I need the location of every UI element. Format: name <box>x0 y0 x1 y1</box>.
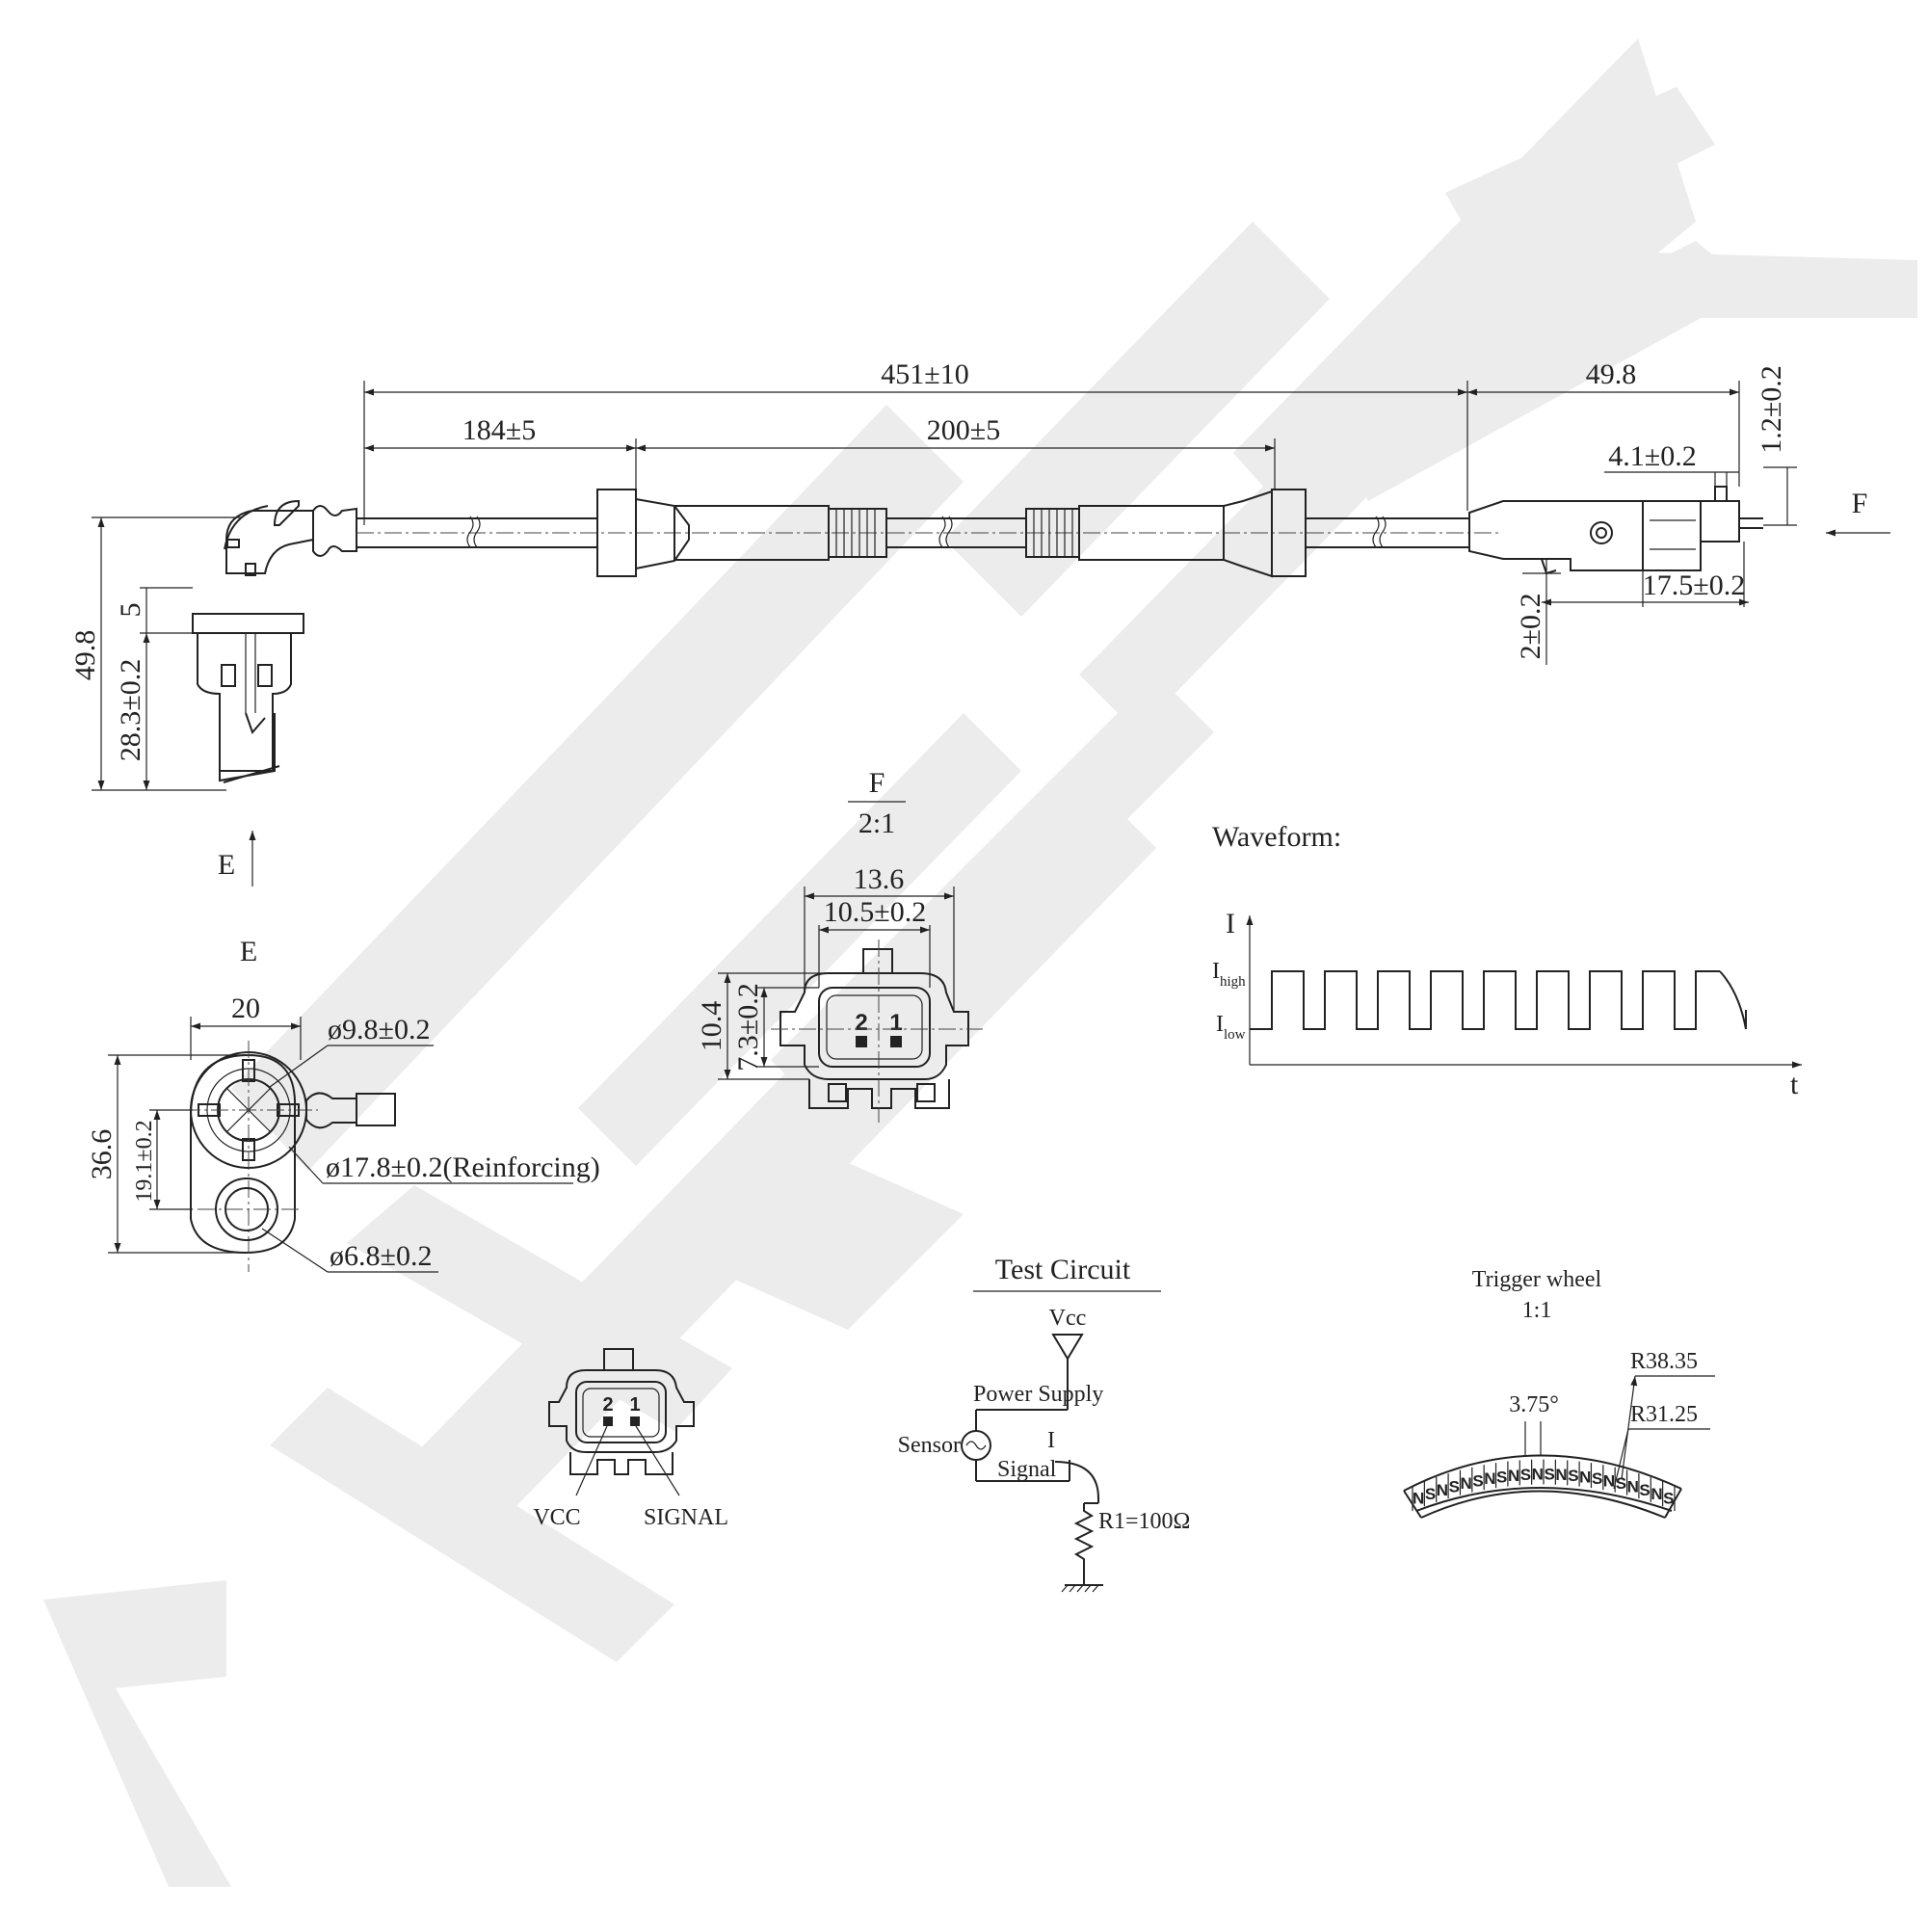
view-e-sensor-diameter: ø9.8±0.2 <box>328 1014 430 1045</box>
pole-label: N <box>1579 1468 1591 1486</box>
pole-label: S <box>1663 1490 1674 1508</box>
dim-connector-body: 17.5±0.2 <box>1643 569 1745 601</box>
pole-label: S <box>1592 1469 1602 1488</box>
trigger-wheel-scale: 1:1 <box>1522 1298 1552 1323</box>
dim-connector-length: 49.8 <box>1586 358 1637 390</box>
dim-pin-thickness: 1.2±0.2 <box>1756 365 1787 453</box>
dim-head-height: 49.8 <box>69 630 101 681</box>
test-circuit-sensor: Sensor <box>898 1433 961 1458</box>
pinout-pin-2: 2 <box>602 1394 613 1416</box>
pole-label: N <box>1532 1466 1544 1484</box>
test-circuit-signal: Signal <box>997 1457 1057 1482</box>
pin-2-square <box>856 1036 867 1047</box>
pole-label: S <box>1425 1485 1436 1503</box>
waveform-title: Waveform: <box>1212 821 1341 853</box>
view-e-reinforcing-diameter: ø17.8±0.2(Reinforcing) <box>326 1151 600 1183</box>
view-f-inner-width: 10.5±0.2 <box>824 896 926 928</box>
view-arrow-f-label: F <box>1852 488 1868 519</box>
view-f-pin-2: 2 <box>855 1010 867 1036</box>
pole-label: N <box>1484 1469 1495 1488</box>
waveform-i-low: Ilow <box>1216 1012 1246 1043</box>
dim-flange-thickness: 5 <box>115 603 146 618</box>
waveform-square-wave <box>1250 970 1720 1030</box>
pole-label: N <box>1460 1474 1471 1493</box>
view-f-scale: 2:1 <box>858 807 895 839</box>
pinout-signal-label: SIGNAL <box>644 1505 728 1530</box>
pole-label: N <box>1508 1467 1519 1485</box>
waveform: Waveform: I t Ihigh Ilow <box>1212 821 1802 1100</box>
dim-total-length: 451±10 <box>881 358 968 390</box>
test-circuit-power-supply: Power Supply <box>973 1382 1103 1407</box>
cable-assembly <box>357 489 1498 578</box>
waveform-i-high: Ihigh <box>1212 959 1246 990</box>
grommet-right <box>1271 489 1307 577</box>
pole-label: S <box>1639 1481 1650 1499</box>
view-e-width: 20 <box>231 992 260 1024</box>
view-e-height: 36.6 <box>86 1129 118 1180</box>
dim-latch-height: 2±0.2 <box>1515 594 1546 660</box>
pole-label: N <box>1627 1477 1639 1495</box>
trigger-wheel-inner-radius: R31.25 <box>1630 1402 1698 1427</box>
watermark-logo <box>43 39 1917 1887</box>
test-circuit-resistor: R1=100Ω <box>1098 1509 1190 1534</box>
trigger-wheel-outer-radius: R38.35 <box>1630 1349 1698 1374</box>
pinout-pin-1: 1 <box>629 1394 640 1416</box>
strain-relief-left <box>828 508 887 558</box>
test-circuit-current: I <box>1047 1428 1055 1453</box>
view-f-inner-height: 7.3±0.2 <box>732 983 764 1071</box>
pole-label: N <box>1437 1481 1448 1499</box>
view-e-hole-offset: 19.1±0.2 <box>132 1120 157 1202</box>
pole-label: S <box>1449 1477 1460 1495</box>
pinout-pin-1-square <box>630 1416 640 1426</box>
view-f: F 2:1 2 1 13.6 10.5±0.2 10.4 <box>696 767 983 1123</box>
dim-left-length: 184±5 <box>462 414 536 446</box>
pinout-pin-2-square <box>603 1416 613 1426</box>
view-f-outer-width: 13.6 <box>854 863 905 895</box>
test-circuit: Test Circuit Vcc Power Supply Sensor I S… <box>898 1254 1190 1593</box>
pole-label: S <box>1520 1466 1531 1484</box>
connector-side <box>1468 486 1763 575</box>
pole-label: N <box>1555 1466 1567 1484</box>
view-f-outer-height: 10.4 <box>696 1001 727 1052</box>
pole-label: S <box>1616 1474 1626 1493</box>
top-view: 451±10 184±5 200±5 49.8 1.2±0.2 4.1±0.2 … <box>69 358 1890 887</box>
pole-label: S <box>1496 1468 1507 1486</box>
pinout-vcc-label: VCC <box>533 1505 580 1530</box>
pole-label: N <box>1603 1471 1615 1490</box>
sensor-head <box>192 499 357 783</box>
pole-label: N <box>1651 1485 1662 1503</box>
connector-face-large: 2 1 <box>771 940 983 1123</box>
dim-mid-length: 200±5 <box>927 414 1000 446</box>
view-e-title: E <box>240 936 257 967</box>
view-f-title: F <box>869 767 885 799</box>
trigger-wheel-angle: 3.75° <box>1509 1392 1559 1417</box>
trigger-wheel-title: Trigger wheel <box>1472 1267 1602 1292</box>
view-e: E 20 36.6 19.1±0.2 ø9.8±0.2 <box>86 936 600 1273</box>
pin-1-square <box>890 1036 902 1047</box>
view-arrow-e-label: E <box>218 849 235 881</box>
pole-label: S <box>1568 1467 1578 1485</box>
test-circuit-vcc: Vcc <box>1049 1306 1087 1331</box>
pinout-view: 2 1 VCC SIGNAL <box>533 1348 728 1530</box>
waveform-x-label: t <box>1790 1069 1799 1100</box>
dim-tip-length: 28.3±0.2 <box>115 659 146 761</box>
dim-tab-width: 4.1±0.2 <box>1608 440 1696 472</box>
resistor-symbol <box>1073 1503 1095 1585</box>
top-view-dimensions: 451±10 184±5 200±5 49.8 1.2±0.2 4.1±0.2 … <box>69 358 1890 887</box>
test-circuit-title: Test Circuit <box>995 1254 1131 1285</box>
waveform-y-label: I <box>1226 908 1235 940</box>
view-e-hole-diameter: ø6.8±0.2 <box>330 1240 432 1272</box>
pole-label: S <box>1472 1471 1483 1490</box>
pole-label: S <box>1545 1466 1555 1484</box>
view-f-pin-1: 1 <box>889 1010 902 1036</box>
pole-label: N <box>1413 1490 1424 1508</box>
